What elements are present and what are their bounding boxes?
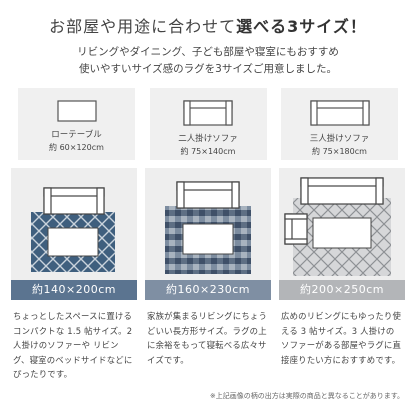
page-title: お部屋や用途に合わせて選べる3サイズ！	[49, 17, 367, 36]
furniture-name: 二人掛けソファ	[178, 134, 238, 144]
rug-layout-illustration	[279, 168, 405, 280]
three-seat-sofa-icon	[309, 100, 370, 126]
intro-line-1: リビングやダイニング、子ども部屋や寝室にもおすすめ	[77, 46, 339, 58]
furniture-dim: 約 75×140cm	[180, 147, 236, 156]
rug-pattern-grey-lattice	[293, 198, 391, 276]
size-label-band: 約140×200cm	[11, 280, 137, 300]
size-option-large: 約200×250cm 広めのリビングにもゆったり使える 3 帖サイズ。3 人掛け…	[279, 168, 405, 390]
three-seat-sofa-icon	[300, 177, 384, 205]
two-seat-sofa-icon	[43, 187, 105, 215]
size-label-band: 約160×230cm	[145, 280, 271, 300]
rug-layout-illustration	[145, 168, 271, 280]
furniture-card-three-seat-sofa: 三人掛けソファ 約 75×180cm	[281, 88, 398, 160]
low-table-icon	[56, 100, 97, 122]
size-description: 家族が集まるリビングにちょうどいい長方形サイズ。ラグの上に余裕をもって寝転べる広…	[147, 311, 268, 365]
armchair-icon	[284, 213, 308, 245]
size-description: ちょっとしたスペースに置けるコンパクトな 1.5 帖サイズ。2 人掛けのソファー…	[13, 311, 133, 379]
rug-layout-illustration	[11, 168, 137, 280]
furniture-reference-row: ローテーブル 約 60×120cm 二人掛けソファ 約 75×140cm 三人掛…	[18, 88, 398, 160]
furniture-name: ローテーブル	[51, 130, 102, 140]
size-option-small: 約140×200cm ちょっとしたスペースに置けるコンパクトな 1.5 帖サイズ…	[11, 168, 137, 390]
furniture-dim: 約 60×120cm	[49, 143, 104, 152]
rug-pattern-blue-lattice	[31, 212, 115, 272]
two-seat-sofa-icon	[183, 100, 233, 126]
size-options-row: 約140×200cm ちょっとしたスペースに置けるコンパクトな 1.5 帖サイズ…	[11, 168, 405, 390]
size-option-medium: 約160×230cm 家族が集まるリビングにちょうどいい長方形サイズ。ラグの上に…	[145, 168, 271, 390]
furniture-card-low-table: ローテーブル 約 60×120cm	[18, 88, 135, 160]
size-description: 広めのリビングにもゆったり使える 3 帖サイズ。3 人掛けのソファーがある部屋や…	[281, 311, 402, 365]
furniture-card-two-seat-sofa: 二人掛けソファ 約 75×140cm	[149, 88, 267, 160]
size-label-band: 約200×250cm	[279, 280, 405, 300]
footnote: ※上記画像の柄の出方は実際の商品と異なることがあります。	[209, 392, 404, 400]
furniture-dim: 約 75×180cm	[312, 147, 367, 156]
intro-text: リビングやダイニング、子ども部屋や寝室にもおすすめ 使いやすいサイズ感のラグを3…	[0, 44, 416, 78]
rug-pattern-patchwork	[165, 206, 251, 274]
intro-line-2: 使いやすいサイズ感のラグを3サイズご用意しました。	[78, 63, 338, 75]
two-seat-sofa-icon	[176, 181, 240, 209]
furniture-name: 三人掛けソファ	[309, 134, 370, 144]
